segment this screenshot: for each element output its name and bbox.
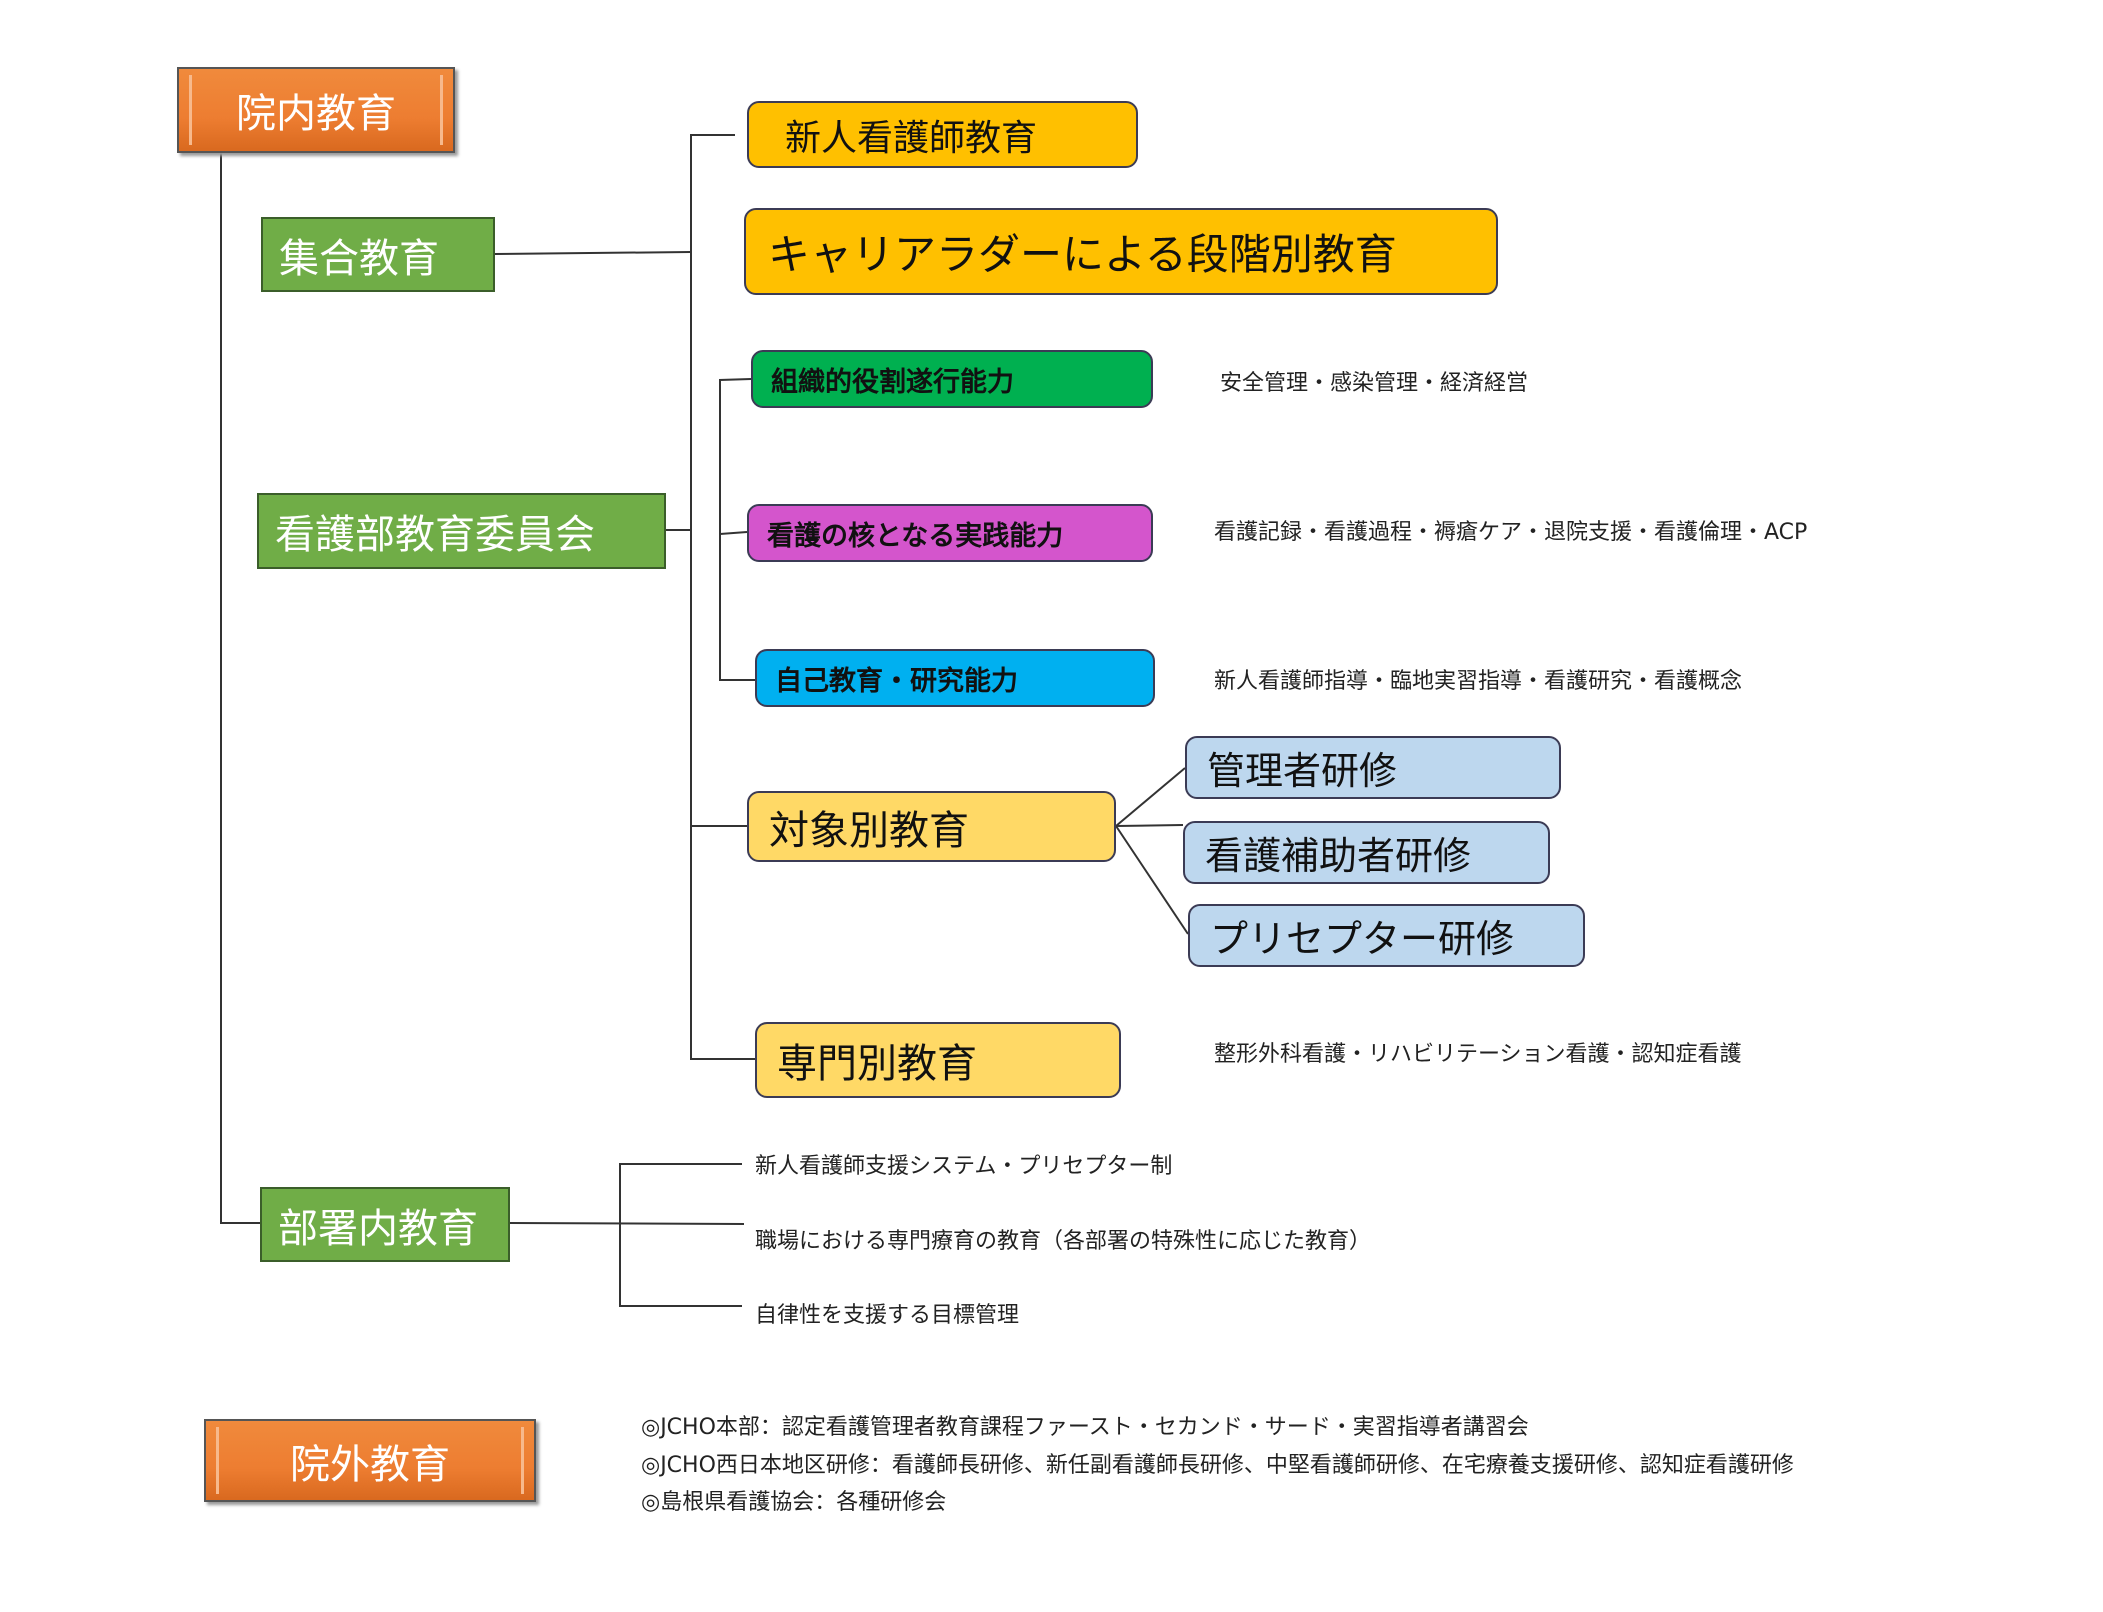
ladder-item-detail: 看護記録・看護過程・褥瘡ケア・退院支援・看護倫理・ACP <box>1214 520 1808 545</box>
nursing-committee-label: 看護部教育委員会 <box>275 512 595 558</box>
specialty-education-label: 専門別教育 <box>777 1041 977 1087</box>
department-item: 自律性を支援する目標管理 <box>755 1303 1020 1328</box>
internal-education-box: 院内教育 <box>177 67 455 153</box>
career-ladder-label: キャリアラダーによる段階別教育 <box>768 230 1397 279</box>
department-education-label: 部署内教育 <box>278 1205 478 1252</box>
career-ladder-box: キャリアラダーによる段階別教育 <box>744 208 1498 295</box>
target-education-box: 対象別教育 <box>747 791 1116 862</box>
external-item: ◎JCHO本部：認定看護管理者教育課程ファースト・セカンド・サード・実習指導者講… <box>641 1415 1529 1440</box>
target-item-label: 管理者研修 <box>1207 749 1398 793</box>
ladder-item-detail: 安全管理・感染管理・経済経営 <box>1220 371 1529 396</box>
target-item-manager: 管理者研修 <box>1185 736 1561 799</box>
target-education-label: 対象別教育 <box>769 807 969 854</box>
ladder-item-label: 組織的役割遂行能力 <box>771 366 1014 398</box>
collective-education-label: 集合教育 <box>279 235 439 282</box>
ladder-item-organizational: 組織的役割遂行能力 <box>751 350 1153 408</box>
target-item-label: 看護補助者研修 <box>1205 834 1472 878</box>
new-nurse-education-box: 新人看護師教育 <box>747 101 1138 168</box>
ladder-item-label: 自己教育・研究能力 <box>775 665 1018 697</box>
external-education-label: 院外教育 <box>290 1441 450 1488</box>
department-item: 新人看護師支援システム・プリセプター制 <box>755 1154 1173 1179</box>
ladder-item-detail: 新人看護師指導・臨地実習指導・看護研究・看護概念 <box>1214 669 1743 694</box>
target-item-assistant: 看護補助者研修 <box>1183 821 1550 884</box>
nursing-committee-box: 看護部教育委員会 <box>257 493 666 569</box>
ladder-item-self-education: 自己教育・研究能力 <box>755 649 1155 707</box>
internal-education-label: 院内教育 <box>236 91 396 137</box>
specialty-detail: 整形外科看護・リハビリテーション看護・認知症看護 <box>1214 1042 1742 1067</box>
collective-education-box: 集合教育 <box>261 217 495 292</box>
target-item-preceptor: プリセプター研修 <box>1188 904 1585 967</box>
department-item: 職場における専門療育の教育（各部署の特殊性に応じた教育） <box>755 1229 1372 1254</box>
department-education-box: 部署内教育 <box>260 1187 510 1262</box>
new-nurse-education-label: 新人看護師教育 <box>785 117 1038 159</box>
external-item: ◎JCHO西日本地区研修：看護師長研修、新任副看護師長研修、中堅看護師研修、在宅… <box>641 1453 1794 1478</box>
ladder-item-core-practice: 看護の核となる実践能力 <box>747 504 1153 562</box>
specialty-education-box: 専門別教育 <box>755 1022 1121 1098</box>
target-item-label: プリセプター研修 <box>1210 917 1515 961</box>
ladder-item-label: 看護の核となる実践能力 <box>767 520 1064 552</box>
external-education-box: 院外教育 <box>204 1419 536 1502</box>
external-item: ◎島根県看護協会：各種研修会 <box>641 1490 947 1515</box>
